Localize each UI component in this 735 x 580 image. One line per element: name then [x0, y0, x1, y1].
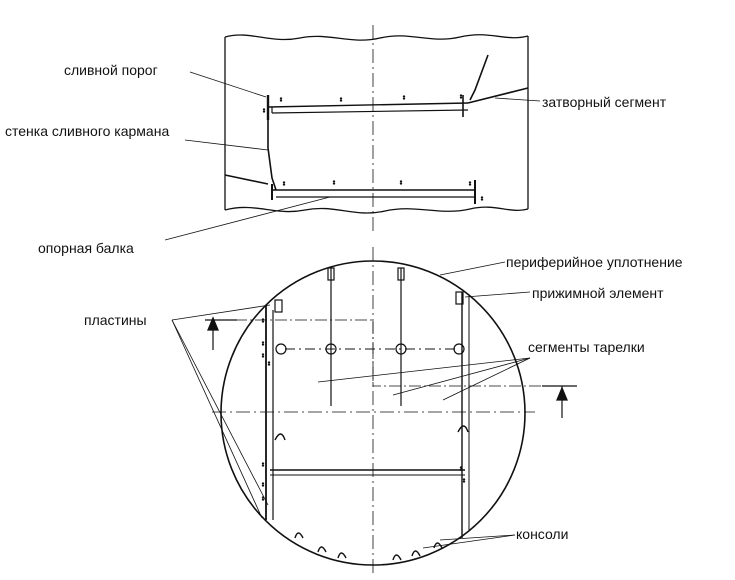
leader-plates-1 — [171, 304, 271, 321]
peripheral-seal-clip — [397, 267, 405, 281]
bolt-icon — [279, 97, 283, 102]
tray-beam-upper — [271, 109, 469, 114]
manhole-hole — [453, 343, 465, 355]
console-bracket-icon — [317, 546, 327, 553]
bolt-icon — [459, 466, 463, 471]
leader-support-beam — [164, 196, 331, 241]
label-tray-segments: сегменты тарелки — [528, 339, 645, 355]
leader-downcomer-wall — [184, 139, 269, 151]
label-closing-segment: затворный сегмент — [542, 94, 667, 110]
consoles-group — [274, 425, 469, 561]
bolt-icon — [261, 341, 265, 346]
leader-weir — [189, 71, 267, 98]
console-bracket-icon — [294, 532, 304, 539]
bolt-icon — [462, 478, 466, 483]
leader-tray-segments-1 — [317, 357, 531, 383]
tray-deck-upper — [268, 102, 469, 108]
peripheral-seal-clip — [327, 267, 335, 281]
bolt-marks-top — [262, 94, 484, 201]
label-downcomer-wall: стенка сливного кармана — [5, 123, 170, 139]
downcomer-wall — [267, 120, 277, 191]
clamping-element — [455, 291, 464, 305]
bolt-icon — [261, 482, 265, 487]
leader-tray-segments-2 — [392, 357, 531, 396]
leader-consoles-1 — [422, 534, 516, 549]
bolt-icon — [267, 361, 271, 366]
right-wall-recess — [469, 54, 489, 101]
break-line-top — [224, 34, 529, 41]
upper-tray — [266, 54, 529, 120]
label-weir: сливной порог — [64, 62, 158, 78]
bolt-icon — [262, 108, 266, 113]
bolt-icon — [480, 196, 484, 201]
section-arrow-right-icon — [556, 386, 568, 401]
label-clamping-element: прижимной элемент — [532, 285, 664, 301]
bolt-marks-left — [261, 318, 466, 501]
column-section-view — [224, 25, 529, 232]
bolt-icon — [261, 318, 265, 323]
console-bracket-icon — [274, 433, 286, 441]
section-arrow-left-icon — [207, 316, 219, 331]
manhole-hole — [275, 343, 287, 355]
label-support-beam: опорная балка — [38, 240, 134, 256]
bolt-icon — [332, 180, 336, 185]
leader-consoles-2 — [439, 534, 516, 541]
leader-closing-segment — [494, 97, 541, 102]
label-consoles: консоли — [516, 526, 569, 542]
leader-tray-segments-3 — [442, 357, 531, 401]
bolt-icon — [282, 181, 286, 186]
leader-plates-2 — [171, 319, 269, 506]
section-arrows — [207, 316, 568, 418]
leader-plates-3 — [171, 319, 263, 519]
leader-clamping-element — [464, 291, 531, 298]
bolt-icon — [468, 181, 472, 186]
leader-peripheral-seal — [439, 261, 506, 276]
lower-tray — [271, 180, 476, 204]
bolt-icon — [459, 94, 463, 99]
console-bracket-icon — [457, 425, 469, 433]
label-plates: пластины — [84, 312, 147, 328]
label-peripheral-seal: периферийное уплотнение — [506, 254, 683, 270]
bolt-icon — [261, 462, 265, 467]
bolt-icon — [261, 353, 265, 358]
downcomer-floor-left — [224, 174, 269, 185]
bolt-icon — [399, 180, 403, 185]
manhole-hole — [395, 343, 407, 355]
console-bracket-icon — [392, 554, 402, 561]
leader-lines — [164, 71, 541, 549]
bolt-icon — [339, 97, 343, 102]
console-bracket-icon — [411, 550, 421, 557]
bolt-icon — [402, 95, 406, 100]
console-bracket-icon — [337, 552, 347, 559]
manhole-hole — [325, 343, 337, 355]
plate-clip — [274, 299, 283, 313]
tray-plan-view — [205, 247, 577, 575]
closing-segment-plate — [467, 87, 529, 104]
